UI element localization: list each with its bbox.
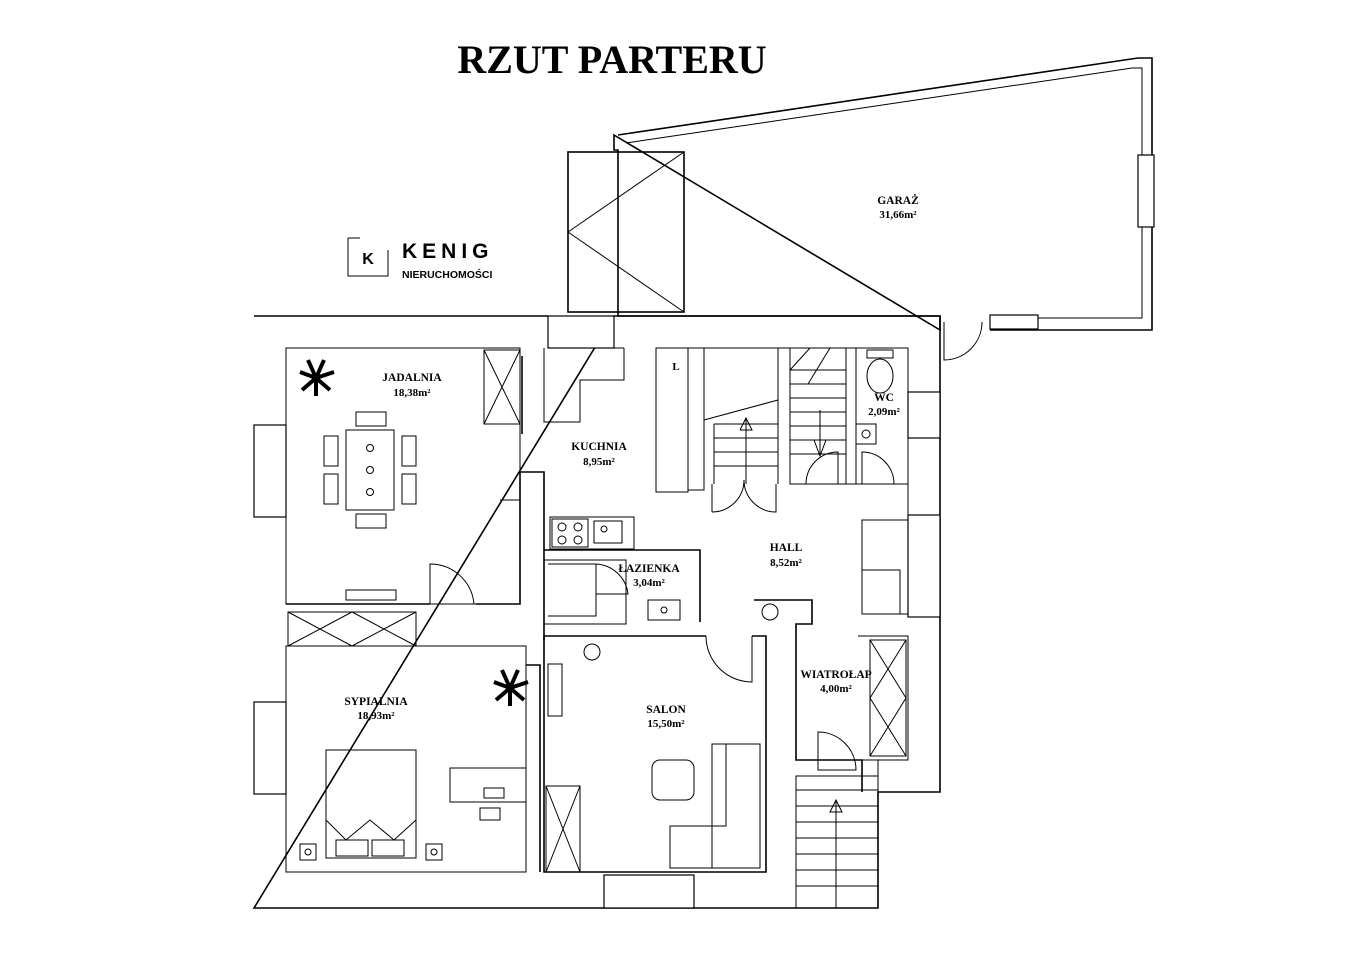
storage-double-door bbox=[711, 479, 777, 513]
exterior-walls bbox=[252, 315, 983, 909]
plant-pot-icon bbox=[583, 643, 601, 661]
garage bbox=[567, 57, 1155, 332]
plan-title: RZUT PARTERU bbox=[457, 37, 766, 82]
kitchen-counter bbox=[549, 516, 635, 550]
room-name-garage: GARAŻ bbox=[877, 193, 919, 207]
kitchen-sink-icon bbox=[593, 520, 623, 544]
bathroom-door bbox=[595, 563, 629, 595]
bathroom-sink-icon bbox=[647, 599, 681, 621]
wc-sink-icon bbox=[855, 423, 877, 445]
room-area-dining: 18,38m² bbox=[393, 387, 431, 399]
vestibule-wardrobe bbox=[869, 639, 907, 757]
hall-cabinet bbox=[861, 519, 909, 615]
sideboard bbox=[345, 589, 397, 601]
garage-window-bottom bbox=[989, 314, 1039, 330]
room-name-kitchen: KUCHNIA bbox=[571, 441, 627, 453]
room-name-wc: WC bbox=[874, 392, 894, 404]
room-area-bathroom: 3,04m² bbox=[633, 577, 665, 589]
nightstand-icon bbox=[425, 843, 443, 861]
logo-name: KENIG bbox=[402, 240, 494, 263]
room-area-kitchen: 8,95m² bbox=[583, 456, 615, 468]
tv-stand bbox=[547, 663, 563, 717]
dining-door bbox=[429, 563, 475, 605]
garage-side-door bbox=[943, 321, 983, 361]
furniture bbox=[299, 359, 779, 873]
chimney bbox=[547, 315, 615, 349]
garage-door bbox=[567, 151, 685, 313]
room-area-vestibule: 4,00m² bbox=[820, 683, 852, 695]
room-area-hall: 8,52m² bbox=[770, 557, 802, 569]
room-area-bedroom: 18,93m² bbox=[357, 710, 395, 722]
staircase-down bbox=[789, 347, 847, 485]
room-name-bedroom: SYPIALNIA bbox=[344, 696, 408, 708]
logo-subtitle: NIERUCHOMOŚCI bbox=[402, 268, 493, 281]
wardrobe bbox=[287, 611, 417, 647]
garage-window bbox=[1137, 154, 1155, 228]
room-name-hall: HALL bbox=[770, 542, 803, 554]
plant-pot-icon bbox=[761, 603, 779, 621]
wc-door bbox=[846, 451, 895, 485]
toilet-icon bbox=[866, 358, 894, 394]
room-area-salon: 15,50m² bbox=[647, 718, 685, 730]
window-west-1 bbox=[253, 424, 287, 518]
room-name-vestibule: WIATROŁAP bbox=[800, 669, 871, 681]
dining-cabinet bbox=[483, 349, 521, 425]
room-name-bathroom: ŁAZIENKA bbox=[618, 563, 680, 575]
room-labels: GARAŻ 31,66m² JADALNIA 18,38m² KUCHNIA 8… bbox=[344, 193, 919, 730]
desk bbox=[449, 767, 527, 821]
fridge bbox=[655, 347, 689, 493]
sofa bbox=[669, 743, 761, 869]
staircase-up bbox=[703, 399, 779, 484]
nightstand-icon bbox=[299, 843, 317, 861]
bathtub-icon bbox=[548, 563, 597, 617]
dining-table bbox=[323, 411, 417, 529]
window-east-wc bbox=[907, 391, 941, 439]
salon-door bbox=[705, 635, 753, 683]
entrance-stairs bbox=[795, 775, 879, 909]
interior-walls: L bbox=[285, 347, 909, 909]
salon-cabinet bbox=[545, 785, 581, 873]
company-logo: K KENIG NIERUCHOMOŚCI bbox=[347, 237, 494, 281]
logo-mark: K bbox=[362, 251, 374, 268]
room-area-garage: 31,66m² bbox=[879, 209, 917, 221]
wc-room bbox=[855, 347, 909, 485]
window-south bbox=[603, 874, 695, 909]
fridge-label: L bbox=[672, 361, 679, 373]
room-name-salon: SALON bbox=[646, 704, 686, 716]
cooktop-icon bbox=[551, 518, 589, 548]
double-bed bbox=[325, 749, 417, 859]
bathroom bbox=[544, 559, 681, 625]
coffee-table bbox=[651, 759, 695, 801]
window-west-2 bbox=[253, 701, 287, 795]
window-east-hall bbox=[907, 514, 941, 618]
stair-door bbox=[805, 451, 839, 485]
room-area-wc: 2,09m² bbox=[868, 406, 900, 418]
plant-icon bbox=[493, 669, 529, 706]
plant-icon bbox=[299, 359, 335, 396]
logo-frame bbox=[347, 238, 389, 277]
room-name-dining: JADALNIA bbox=[382, 372, 442, 384]
vestibule-door bbox=[817, 731, 857, 771]
